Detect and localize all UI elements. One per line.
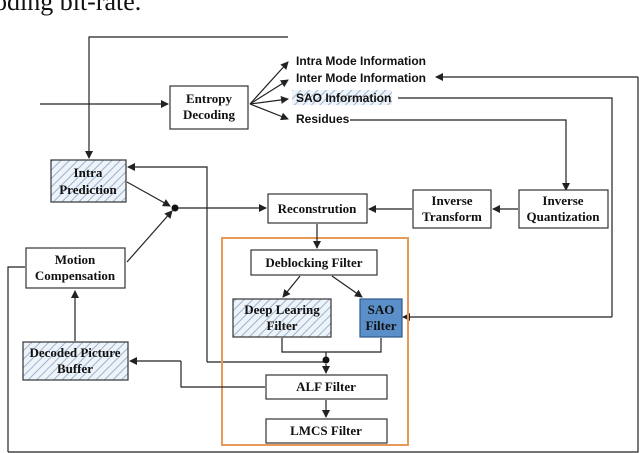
sao-filter-block	[359, 298, 403, 338]
intra-mode-info: Intra Mode Information	[296, 54, 426, 68]
sao-filter-label-1: SAO	[368, 302, 395, 317]
intra-prediction-label-1: Intra	[74, 165, 103, 180]
motion-compensation-label-1: Motion	[55, 252, 96, 267]
caption-fragment: oding bit-rate.	[0, 0, 141, 16]
inverse-transform-label-1: Inverse	[431, 193, 472, 208]
reconstruction-label: Reconstrution	[278, 201, 357, 216]
intra-prediction-block	[50, 159, 127, 203]
lmcs-filter-label: LMCS Filter	[290, 423, 362, 438]
intra-mode-feedback	[85, 36, 288, 159]
dpb-label-2: Buffer	[57, 361, 93, 376]
outer-feedback-bottom-right	[8, 77, 639, 453]
deep-learning-filter-label-1: Deep Learing	[244, 302, 320, 317]
sao-info-route	[398, 97, 613, 317]
arrow-sao-info	[249, 95, 289, 105]
entropy-decoding-label-1: Entropy	[186, 91, 232, 106]
inverse-transform-block	[412, 189, 492, 229]
alf-filter-block	[265, 374, 388, 400]
arrow-inter-mode	[249, 79, 289, 105]
sao-info: SAO Information	[296, 91, 391, 105]
motion-compensation-block	[25, 247, 126, 289]
dpb-label-1: Decoded Picture	[29, 345, 120, 360]
outer-feedback-left	[7, 266, 25, 452]
deep-learning-filter-block	[232, 298, 332, 338]
alf-output-route	[180, 361, 265, 388]
residues-info: Residues	[296, 112, 350, 126]
deblocking-to-deep-arrow	[282, 275, 301, 298]
motion-to-sum-arrow	[126, 210, 173, 263]
reconstruction-feedback-to-intra	[127, 163, 208, 362]
sao-info-highlight	[292, 90, 392, 105]
residues-to-inverse-quantization	[350, 119, 570, 191]
deep-learning-filter-label-2: Filter	[266, 318, 297, 333]
motion-compensation-label-2: Compensation	[35, 268, 116, 283]
intra-to-sum-arrow	[126, 181, 171, 207]
sao-filter-label-2: Filter	[365, 318, 396, 333]
entropy-decoding-label-2: Decoding	[183, 107, 236, 122]
arrow-residues	[249, 103, 289, 121]
deblocking-to-sao-arrow	[331, 275, 363, 298]
reconstruction-block	[267, 193, 368, 224]
inverse-quantization-block	[518, 189, 609, 229]
inter-mode-info: Inter Mode Information	[296, 71, 426, 85]
deblocking-filter-label: Deblocking Filter	[265, 255, 362, 270]
filter-merge-line	[281, 338, 382, 353]
alf-filter-label: ALF Filter	[296, 379, 356, 394]
entropy-decoding-block	[169, 85, 249, 130]
decoded-picture-buffer-block	[22, 341, 129, 381]
sum-node	[171, 204, 179, 212]
in-loop-filter-group	[221, 237, 409, 446]
inverse-transform-label-2: Transform	[422, 209, 482, 224]
deblocking-filter-block	[250, 249, 378, 276]
inverse-quantization-label-1: Inverse	[542, 193, 583, 208]
intra-prediction-label-2: Prediction	[59, 182, 117, 197]
arrow-intra-mode	[249, 61, 289, 105]
inverse-quantization-label-2: Quantization	[527, 209, 601, 224]
lmcs-filter-block	[265, 418, 388, 444]
